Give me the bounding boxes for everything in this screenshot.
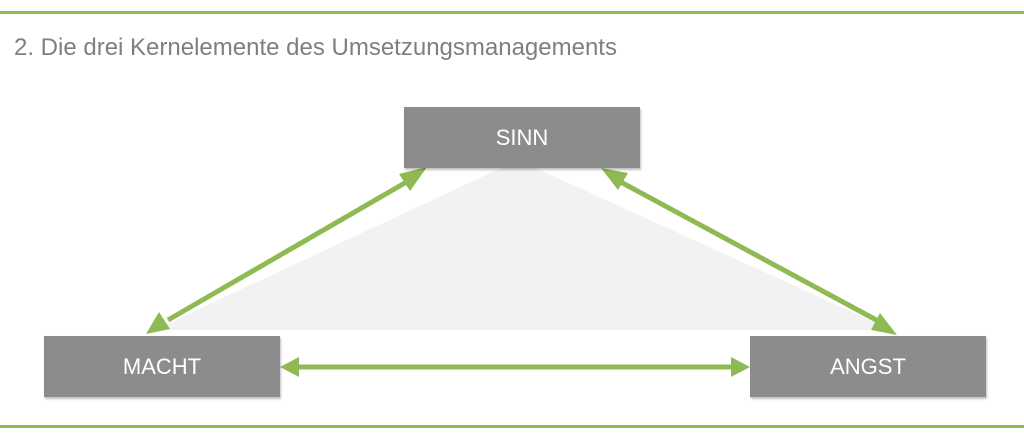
node-angst: ANGST <box>750 336 986 397</box>
arrow-macht-sinn <box>166 177 412 323</box>
arrowhead-sinn-left <box>399 167 427 191</box>
node-macht: MACHT <box>44 336 280 397</box>
arrowhead-sinn-right <box>601 168 628 190</box>
top-divider <box>0 11 1024 14</box>
bottom-divider <box>0 425 1024 428</box>
triangle-background <box>154 160 892 330</box>
arrowhead-macht-right <box>280 357 299 377</box>
arrowhead-angst-left <box>731 357 750 377</box>
arrowhead-macht-top <box>146 312 170 334</box>
node-sinn: SINN <box>404 107 640 168</box>
arrowhead-angst-top <box>871 313 897 335</box>
arrow-sinn-angst <box>615 177 882 325</box>
slide-title: 2. Die drei Kernelemente des Umsetzungsm… <box>14 34 617 61</box>
